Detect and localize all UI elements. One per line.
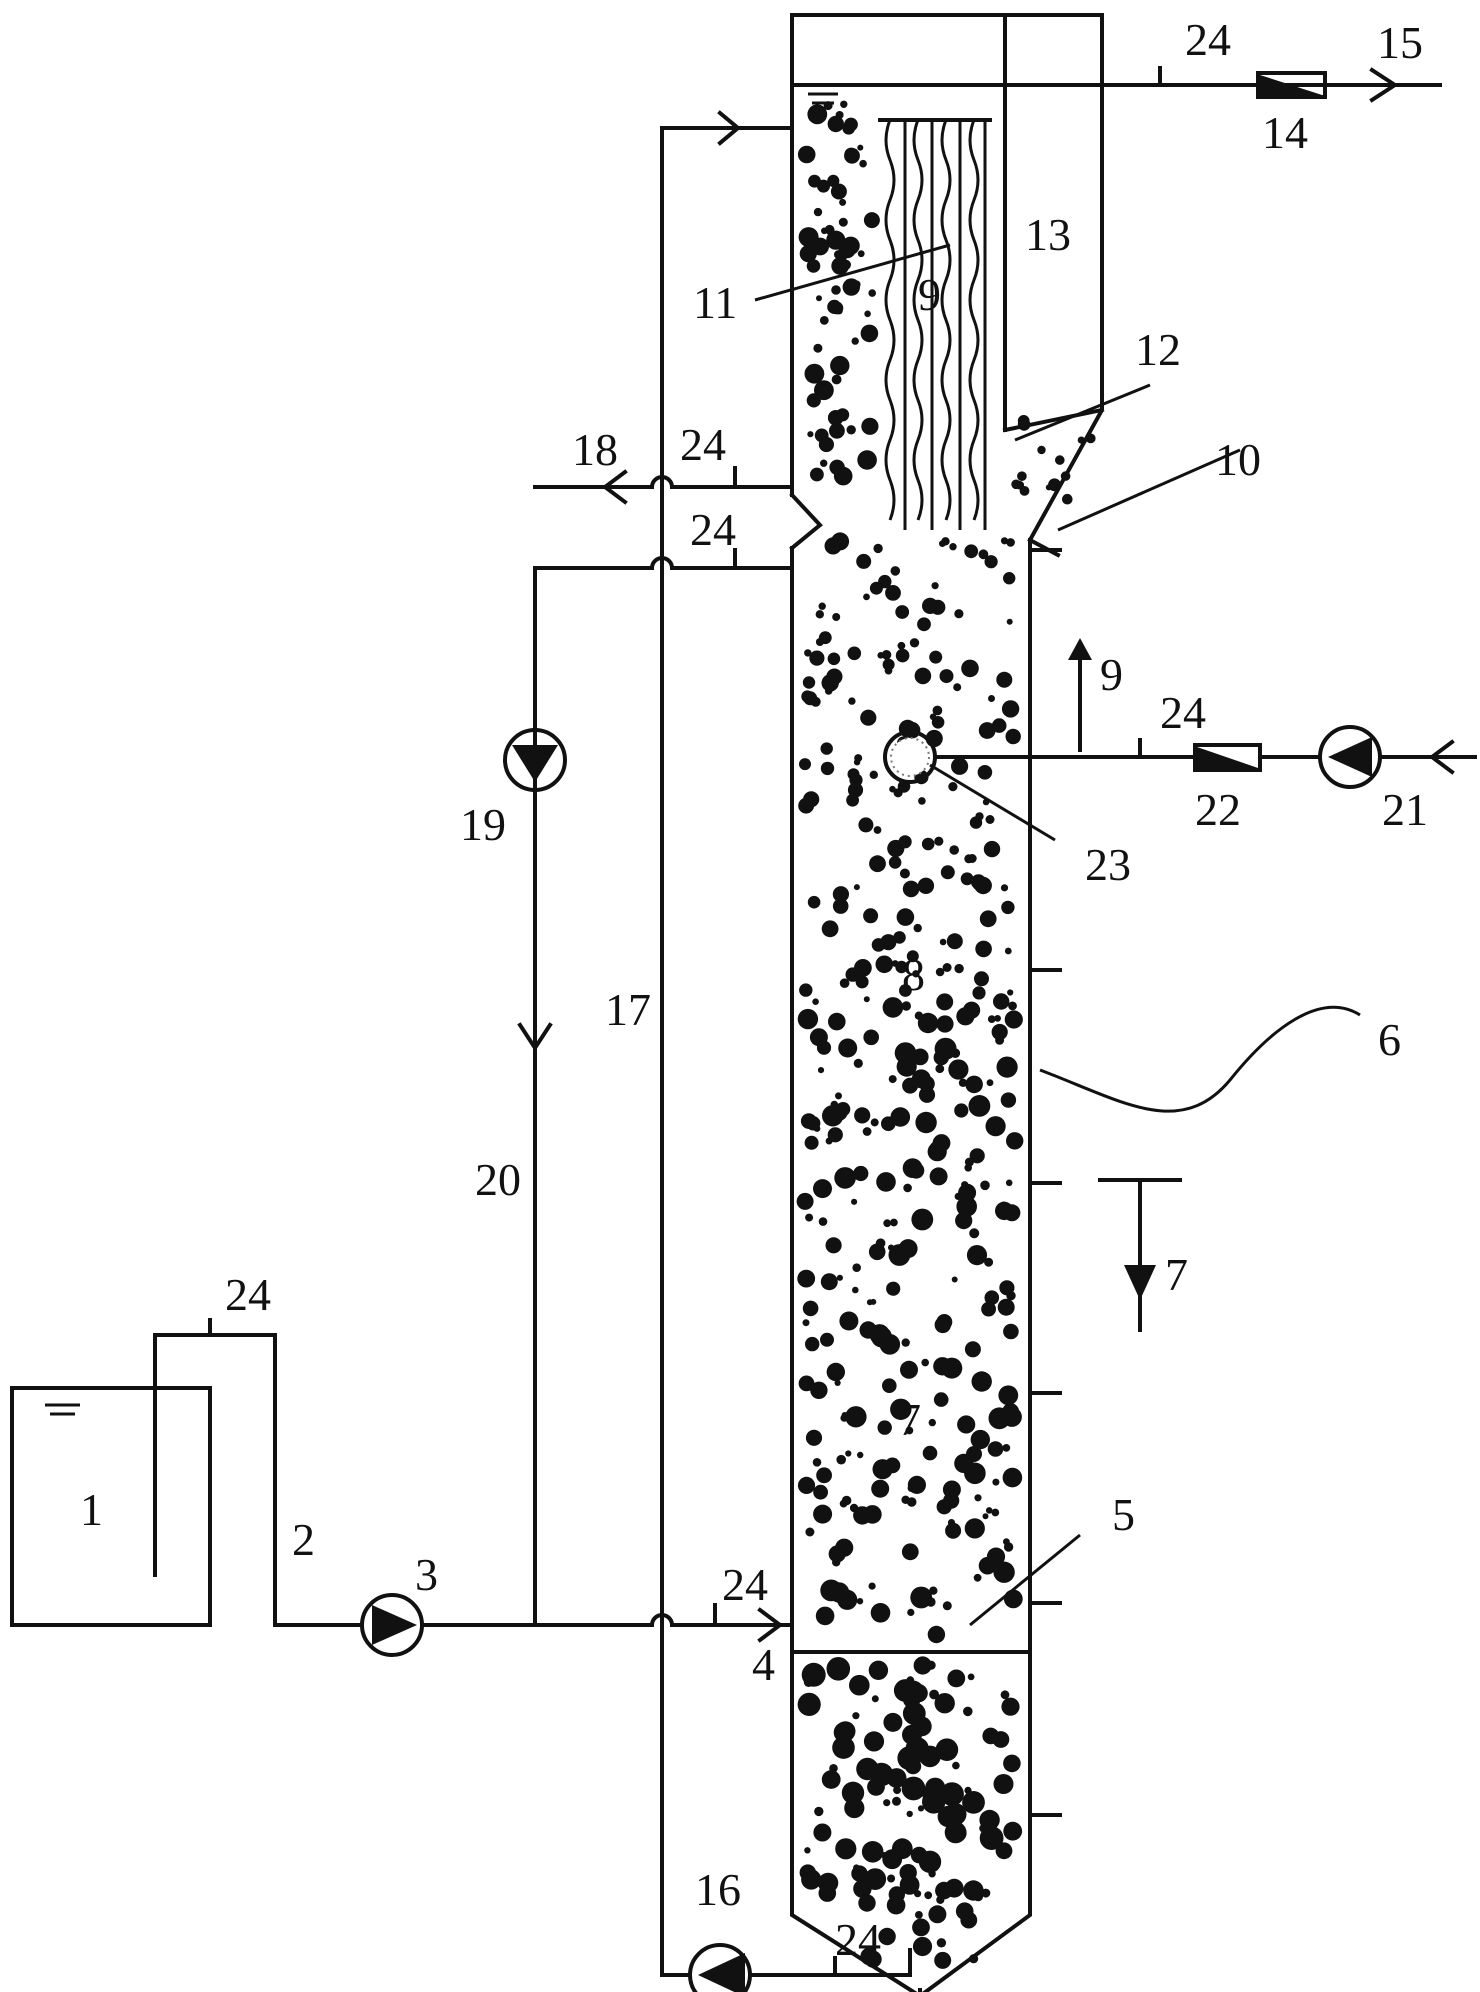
label-side-outlet: 18 xyxy=(572,424,618,475)
feed-tank xyxy=(10,1386,212,1627)
inner-tube-bundle xyxy=(878,118,992,530)
label-valve-bottom: 24 xyxy=(835,1914,881,1965)
label-reactor: 6 xyxy=(1378,1014,1401,1065)
sampling-port-ticks xyxy=(1028,548,1062,1817)
label-inlet-pump: 3 xyxy=(415,1549,438,1600)
label-inlet-pipe: 2 xyxy=(292,1514,315,1565)
label-circulation-pipe: 17 xyxy=(605,984,651,1035)
label-baffle: 12 xyxy=(1135,324,1181,375)
label-recycle-pump: 19 xyxy=(460,799,506,850)
packing-particles xyxy=(796,100,1096,1969)
label-valve-inlet: 24 xyxy=(722,1559,768,1610)
label-recycle-pipe: 20 xyxy=(475,1154,521,1205)
upflow-arrow xyxy=(1068,638,1092,752)
label-inlet-port: 4 xyxy=(752,1639,775,1690)
label-gas-diffuser: 23 xyxy=(1085,839,1131,890)
label-gas-pump: 21 xyxy=(1382,784,1428,835)
downflow-arrow xyxy=(1098,1178,1182,1332)
recycle-pump xyxy=(503,728,567,792)
recycle-line xyxy=(517,555,794,1627)
label-valve-recycle: 24 xyxy=(690,504,736,555)
inlet-pump xyxy=(360,1593,424,1657)
inlet-pipe xyxy=(153,1333,364,1627)
label-gas-valve: 22 xyxy=(1195,784,1241,835)
label-downflow: 7 xyxy=(1165,1249,1188,1300)
label-middle-zone: 8 xyxy=(902,949,925,1000)
leader-lines xyxy=(754,243,1361,1627)
labels: 1 2 3 4 5 6 7 8 9 10 11 12 13 14 15 16 1… xyxy=(80,14,1428,1965)
label-valve-side: 24 xyxy=(680,419,726,470)
label-upper-zone: 9 xyxy=(918,269,941,320)
label-distributor: 5 xyxy=(1112,1489,1135,1540)
effluent-line xyxy=(1256,67,1399,103)
label-inner-tubes: 11 xyxy=(693,277,737,328)
label-outlet-valve: 14 xyxy=(1262,107,1308,158)
label-settling-cone: 10 xyxy=(1215,434,1261,485)
label-lower-zone: 7 xyxy=(898,1394,921,1445)
circulation-pump xyxy=(688,1943,752,1992)
label-tank: 1 xyxy=(80,1484,103,1535)
label-valve-effluent: 24 xyxy=(1185,14,1231,65)
label-settling-chamber: 13 xyxy=(1025,209,1071,260)
label-upflow: 9 xyxy=(1100,649,1123,700)
valve-symbols xyxy=(188,66,1182,1977)
label-effluent: 15 xyxy=(1377,17,1423,68)
circulation-line xyxy=(660,110,912,1977)
label-valve-feed: 24 xyxy=(225,1269,271,1320)
label-valve-gas: 24 xyxy=(1160,687,1206,738)
label-circulation-pump: 16 xyxy=(695,1864,741,1915)
